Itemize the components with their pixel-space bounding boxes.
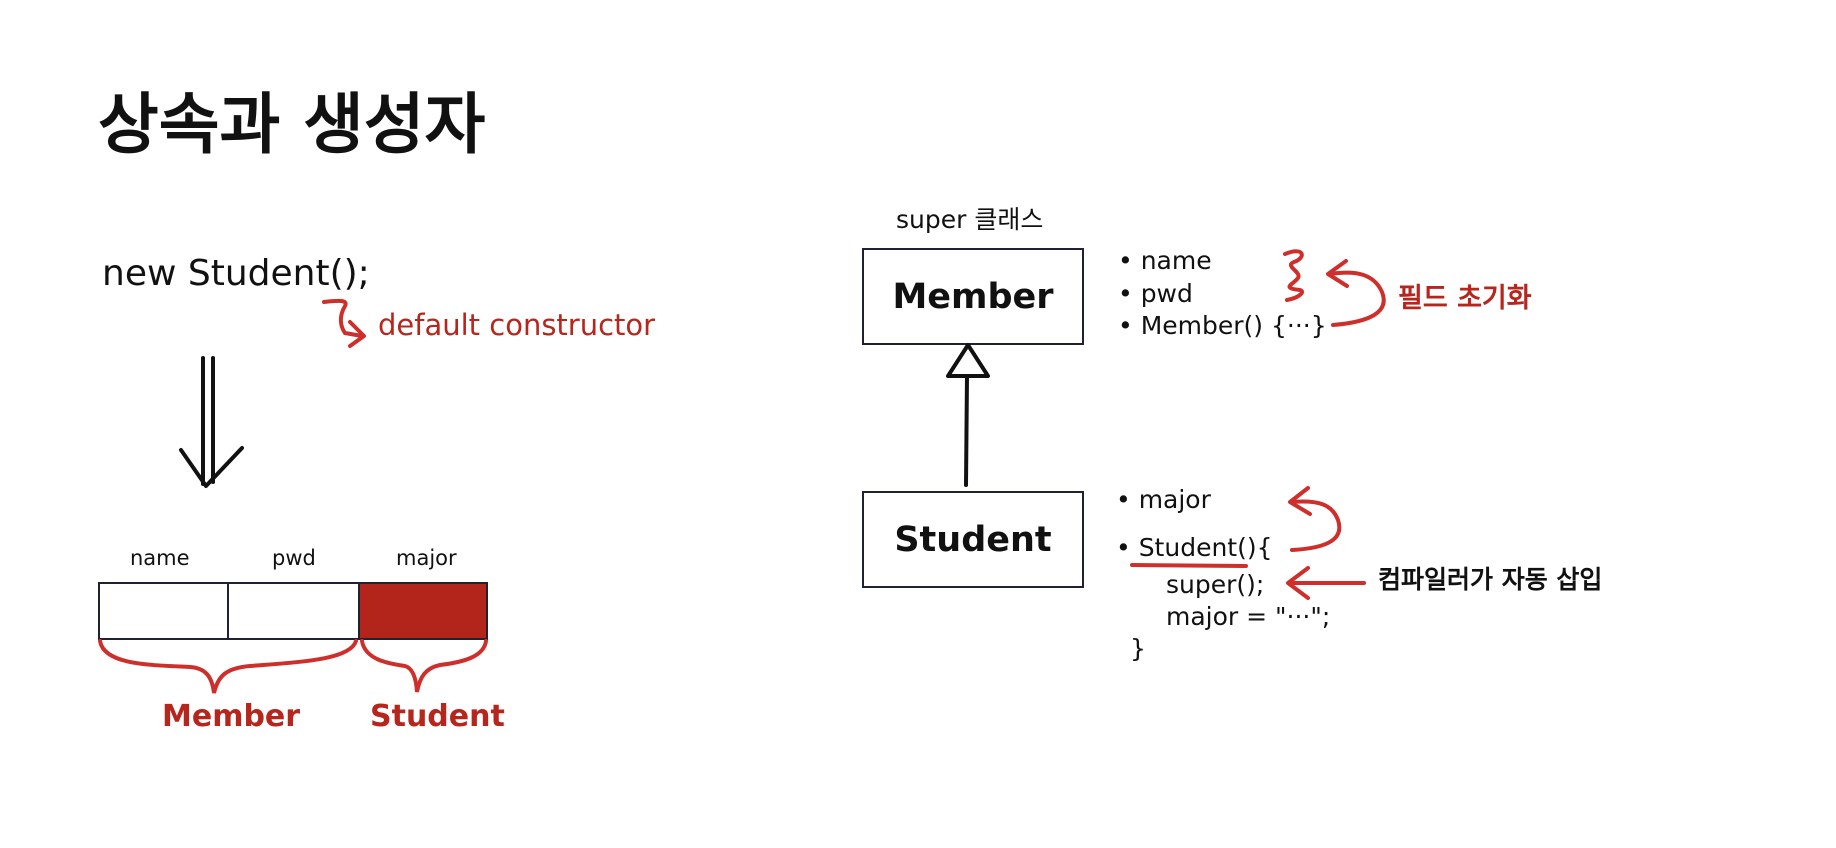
compiler-insert-label: 컴파일러가 자동 삽입 xyxy=(1378,565,1603,594)
student-item-major-assign: major = "···"; xyxy=(1166,602,1331,631)
memory-cell-major xyxy=(358,582,488,640)
code-new-student: new Student(); xyxy=(102,253,370,294)
student-item-super-call: super(); xyxy=(1166,570,1265,599)
default-constructor-arrowhead xyxy=(348,320,366,348)
brace-member xyxy=(98,639,358,694)
brace-label-member: Member xyxy=(162,699,301,734)
member-item-pwd: • pwd xyxy=(1118,279,1193,308)
column-label-name: name xyxy=(130,546,190,570)
student-item-constructor: • Student(){ xyxy=(1116,533,1273,562)
member-class-box: Member xyxy=(862,248,1084,345)
student-class-box: Student xyxy=(862,491,1084,588)
student-ctor-arrowhead xyxy=(1288,486,1312,516)
member-item-name: • name xyxy=(1118,246,1212,275)
brace-label-student: Student xyxy=(370,699,505,734)
field-squiggle xyxy=(1283,249,1305,302)
page-title: 상속과 생성자 xyxy=(98,86,486,163)
student-item-major: • major xyxy=(1116,485,1211,514)
column-label-major: major xyxy=(396,546,457,570)
field-init-arrowhead xyxy=(1326,259,1349,288)
column-label-pwd: pwd xyxy=(272,546,316,570)
down-arrowhead xyxy=(179,446,244,488)
member-item-constructor: • Member() {···} xyxy=(1118,311,1327,340)
brace-student xyxy=(360,639,488,693)
default-constructor-label: default constructor xyxy=(378,308,656,342)
student-item-close-brace: } xyxy=(1130,634,1146,663)
compiler-arrowhead xyxy=(1286,566,1310,600)
default-constructor-arrow xyxy=(322,298,364,338)
inheritance-arrowhead xyxy=(946,343,990,378)
student-ctor-curve xyxy=(1290,499,1342,552)
field-init-label: 필드 초기화 xyxy=(1398,283,1532,314)
super-class-label: super 클래스 xyxy=(896,205,1044,234)
field-init-curve xyxy=(1328,270,1386,327)
inheritance-line xyxy=(964,373,969,487)
student-ctor-underline xyxy=(1130,563,1248,568)
